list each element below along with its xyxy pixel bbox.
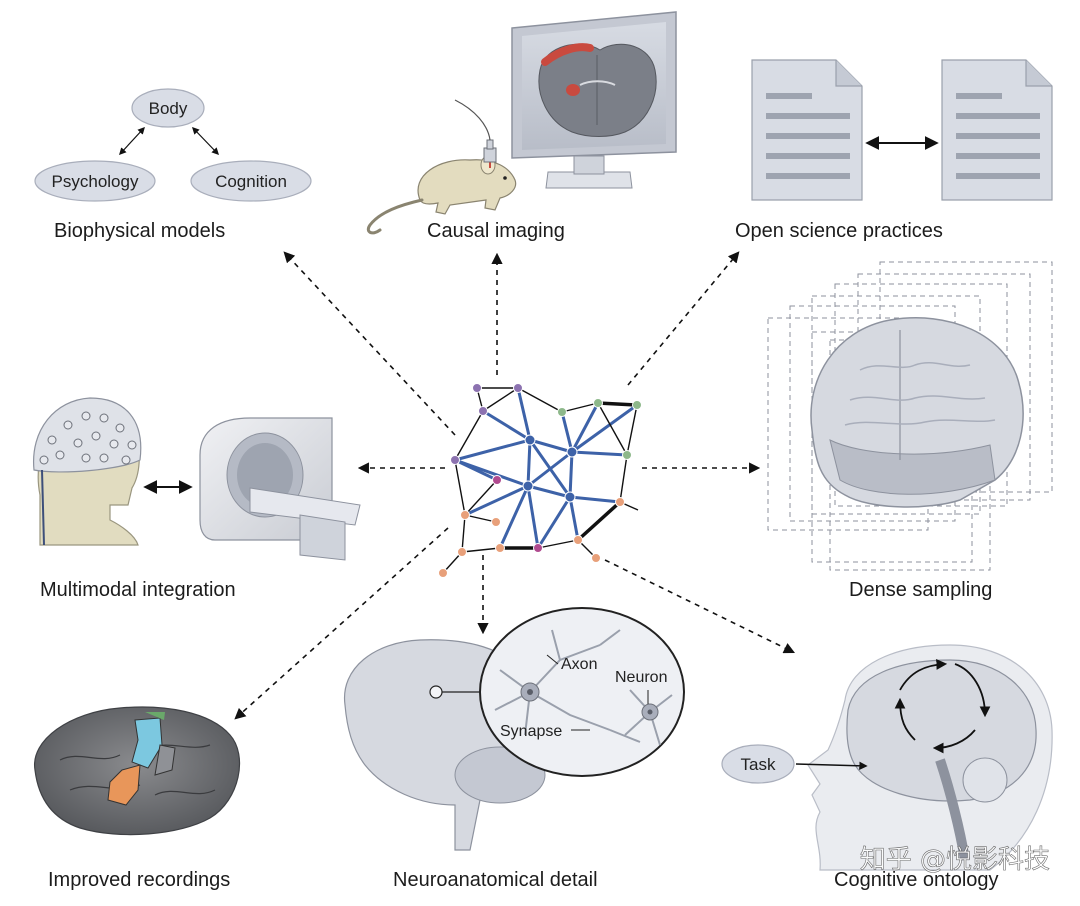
biophysical-models-panel: Body Psychology Cognition [34,88,312,202]
node-cognition-label: Cognition [215,172,287,191]
watermark: 知乎 @悦影科技 [860,845,1050,875]
label-causal-imaging: Causal imaging [427,220,565,242]
neuron-label: Neuron [615,669,667,686]
axon-label: Axon [561,656,597,673]
label-cognitive-ontology: Cognitive ontology [834,869,999,891]
label-multimodal-integration: Multimodal integration [40,579,236,601]
mouse-icon [366,99,517,235]
monitor-icon [511,11,677,189]
label-biophysical-models: Biophysical models [54,220,226,242]
connector-arrows [234,251,796,720]
zoom-point [429,685,443,699]
multimodal-panel [33,397,361,561]
arrow-to-biophysical [283,251,456,436]
eeg-head-icon [33,397,142,546]
arrow-to-open-science [627,251,740,386]
causal-imaging-panel [366,11,677,235]
arrow-to-ontology [604,559,796,654]
document-right-icon [941,59,1053,201]
cognitive-ontology-panel: Task [721,644,1053,871]
document-left-icon [751,59,863,201]
node-cognition [190,160,312,202]
node-psychology [34,160,156,202]
label-improved-recordings: Improved recordings [48,869,231,891]
node-body-label: Body [149,99,188,118]
synapse-label: Synapse [500,723,562,740]
neuroanatomical-panel: Axon Neuron Synapse [343,607,685,851]
arrow-to-recordings [234,527,449,720]
neuron-zoom-circle [479,607,685,777]
label-neuroanatomical-detail: Neuroanatomical detail [393,869,598,891]
label-dense-sampling: Dense sampling [849,579,993,601]
task-node-label: Task [741,755,776,774]
mri-scanner-icon [199,417,361,561]
improved-recordings-panel [34,706,241,836]
label-open-science: Open science practices [735,220,943,242]
task-node [721,744,795,784]
node-body [131,88,205,128]
node-psychology-label: Psychology [52,172,139,191]
central-network [438,383,642,578]
open-science-panel [751,59,1053,201]
dense-sampling-panel [767,261,1053,571]
